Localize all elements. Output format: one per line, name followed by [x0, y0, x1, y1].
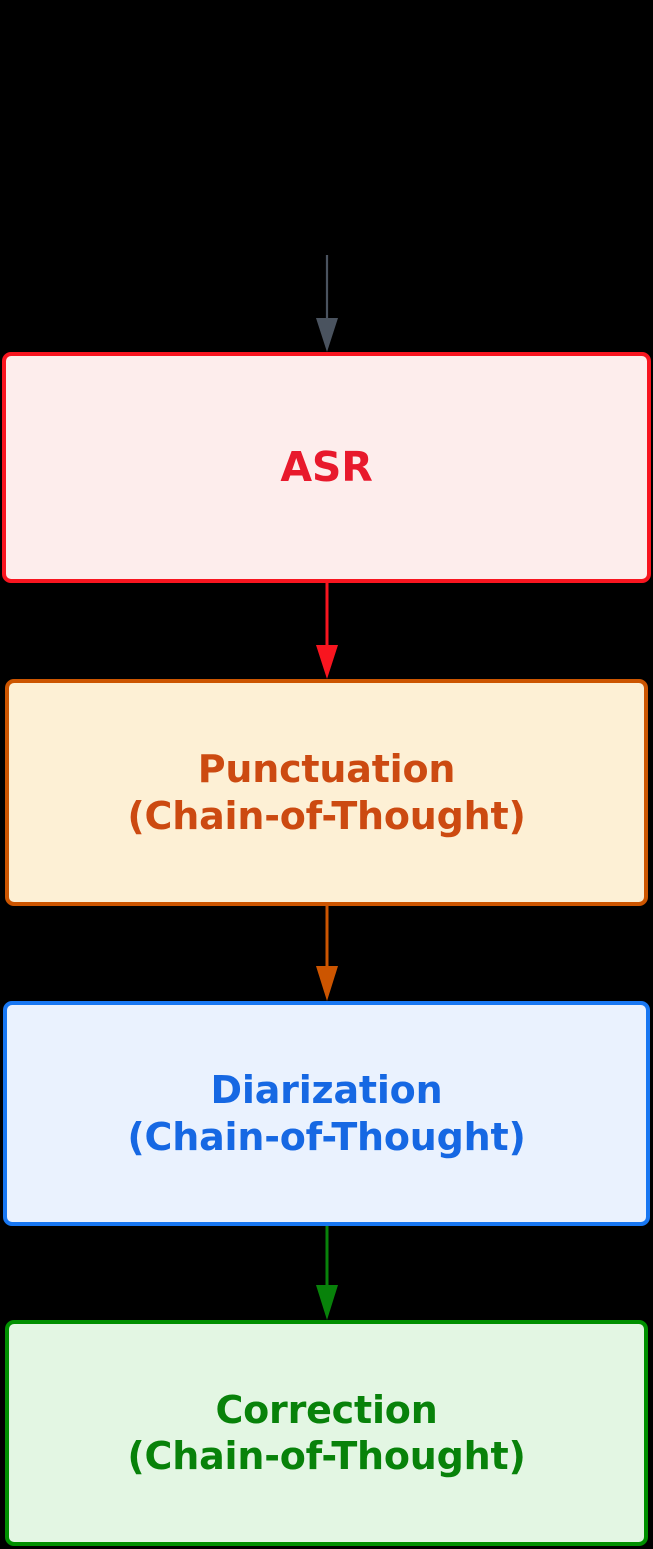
node-asr-label: ASR [280, 443, 373, 492]
edge-asr-to-punctuation [316, 583, 338, 679]
node-punctuation[interactable]: Punctuation (Chain-of-Thought) [5, 679, 648, 906]
node-diarization[interactable]: Diarization (Chain-of-Thought) [3, 1001, 650, 1226]
node-diarization-label: Diarization (Chain-of-Thought) [127, 1068, 526, 1159]
node-punctuation-label: Punctuation (Chain-of-Thought) [127, 747, 526, 838]
node-correction[interactable]: Correction (Chain-of-Thought) [5, 1320, 648, 1546]
node-asr[interactable]: ASR [2, 352, 651, 583]
edge-punctuation-to-diarization [316, 906, 338, 1001]
edge-diarization-to-correction [316, 1226, 338, 1320]
node-correction-label: Correction (Chain-of-Thought) [127, 1387, 526, 1478]
edge-input-to-asr [316, 255, 338, 352]
